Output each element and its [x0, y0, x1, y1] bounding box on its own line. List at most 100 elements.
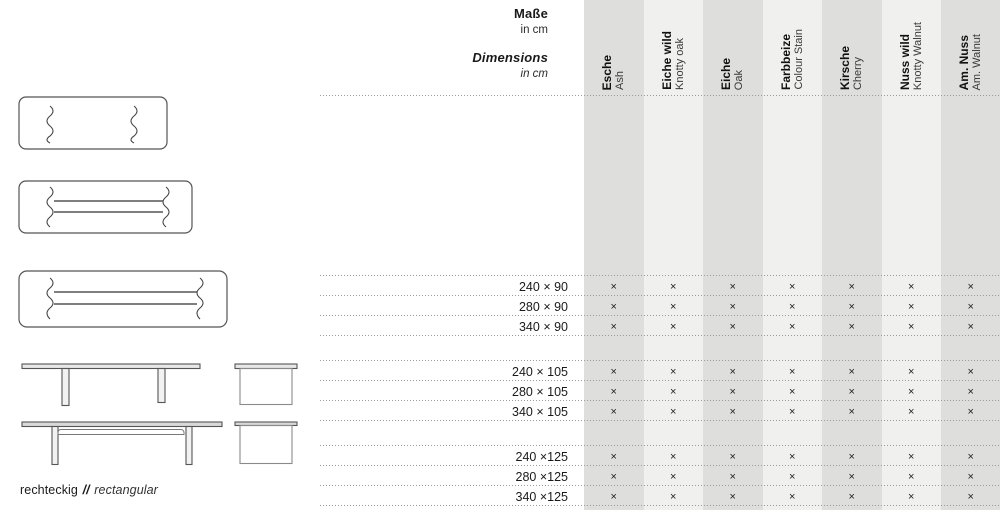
table-row[interactable]: 240 ×125 × × × × × × ×	[320, 447, 1000, 467]
availability-cell[interactable]: ×	[848, 491, 855, 503]
availability-cell[interactable]: ×	[967, 386, 974, 398]
column-header-label-de: Nuss wild	[897, 33, 912, 90]
table-row[interactable]: 240 × 90 × × × × × × ×	[320, 277, 1000, 297]
availability-cell[interactable]: ×	[908, 321, 915, 333]
availability-cell[interactable]: ×	[670, 451, 677, 463]
table-row[interactable]: 280 × 105×××××××	[320, 382, 1000, 402]
availability-cell[interactable]: ×	[670, 386, 677, 398]
availability-cell[interactable]: ×	[610, 451, 617, 463]
availability-cell[interactable]: ×	[670, 321, 677, 333]
availability-cell[interactable]: ×	[967, 321, 974, 333]
row-dimension-label: 240 ×125	[515, 450, 568, 464]
availability-cell[interactable]: ×	[908, 301, 915, 313]
availability-cell[interactable]: ×	[729, 491, 736, 503]
dotted-rule	[320, 315, 1000, 316]
column-band-2	[643, 0, 703, 510]
availability-cell[interactable]: ×	[848, 366, 855, 378]
availability-cell[interactable]: ×	[789, 301, 796, 313]
availability-cell[interactable]: ×	[789, 406, 796, 418]
availability-cell[interactable]: ×	[729, 281, 736, 293]
availability-cell[interactable]: ×	[729, 451, 736, 463]
availability-cell[interactable]: ×	[789, 321, 796, 333]
dotted-rule	[320, 505, 1000, 506]
availability-cell[interactable]: ×	[789, 471, 796, 483]
availability-cell[interactable]: ×	[967, 301, 974, 313]
availability-cell[interactable]: ×	[789, 491, 796, 503]
availability-cell[interactable]: ×	[967, 471, 974, 483]
tabletop-outline	[18, 270, 228, 328]
break-line-right-icon	[162, 186, 170, 228]
availability-cell[interactable]: ×	[729, 386, 736, 398]
availability-cell[interactable]: ×	[729, 321, 736, 333]
drawing-caption-separator: //	[82, 483, 90, 497]
availability-cell[interactable]: ×	[610, 406, 617, 418]
table-row[interactable]: 340 ×125×××××××	[320, 487, 1000, 507]
table-row[interactable]: 240 × 105×××××××	[320, 362, 1000, 382]
availability-cell[interactable]: ×	[789, 366, 796, 378]
column-band-7	[941, 0, 1000, 510]
availability-cell[interactable]: ×	[670, 281, 677, 293]
availability-cell[interactable]: ×	[967, 406, 974, 418]
availability-cell[interactable]: ×	[908, 471, 915, 483]
availability-cell[interactable]: ×	[848, 321, 855, 333]
availability-cell[interactable]: ×	[967, 451, 974, 463]
availability-cell[interactable]: ×	[610, 281, 617, 293]
column-header-label-en: Oak	[733, 69, 746, 90]
availability-cell[interactable]: ×	[848, 451, 855, 463]
availability-cell[interactable]: ×	[848, 471, 855, 483]
availability-cell[interactable]: ×	[848, 281, 855, 293]
table-row[interactable]: 340 × 90×××××××	[320, 317, 1000, 337]
row-dimension-label: 240 × 90	[518, 280, 568, 294]
column-header-label-de: Am. Nuss	[957, 34, 972, 90]
availability-cell[interactable]: ×	[789, 451, 796, 463]
availability-cell[interactable]: ×	[908, 406, 915, 418]
availability-cell[interactable]: ×	[908, 366, 915, 378]
table-row[interactable]: 280 × 90×××××××	[320, 297, 1000, 317]
availability-cell[interactable]: ×	[670, 406, 677, 418]
availability-cell[interactable]: ×	[670, 491, 677, 503]
availability-cell[interactable]: ×	[729, 406, 736, 418]
availability-cell[interactable]: ×	[610, 321, 617, 333]
table-row[interactable]: 340 × 105×××××××	[320, 402, 1000, 422]
availability-cell[interactable]: ×	[670, 471, 677, 483]
availability-cell[interactable]: ×	[908, 491, 915, 503]
availability-cell[interactable]: ×	[729, 471, 736, 483]
availability-cell[interactable]: ×	[670, 366, 677, 378]
drawing-caption-en: rectangular	[94, 483, 158, 497]
availability-cell[interactable]: ×	[610, 491, 617, 503]
break-line-right-icon	[130, 105, 138, 144]
drawing-caption: rechteckig // rectangular	[20, 483, 158, 497]
availability-cell[interactable]: ×	[670, 301, 677, 313]
availability-cell[interactable]: ×	[848, 301, 855, 313]
break-line-left-icon	[46, 186, 54, 228]
availability-cell[interactable]: ×	[908, 451, 915, 463]
availability-cell[interactable]: ×	[610, 301, 617, 313]
drawing-top-view-small	[18, 96, 168, 150]
availability-cell[interactable]: ×	[908, 281, 915, 293]
availability-cell[interactable]: ×	[610, 386, 617, 398]
availability-cell[interactable]: ×	[610, 471, 617, 483]
availability-cell[interactable]: ×	[967, 281, 974, 293]
availability-cell[interactable]: ×	[908, 386, 915, 398]
availability-cell[interactable]: ×	[610, 366, 617, 378]
availability-cell[interactable]: ×	[729, 301, 736, 313]
availability-cell[interactable]: ×	[967, 491, 974, 503]
availability-cell[interactable]: ×	[848, 386, 855, 398]
availability-cell[interactable]: ×	[729, 366, 736, 378]
dotted-rule	[320, 380, 1000, 381]
availability-cell[interactable]: ×	[789, 386, 796, 398]
availability-cell[interactable]: ×	[789, 281, 796, 293]
availability-cell[interactable]: ×	[967, 366, 974, 378]
table-row[interactable]: 280 ×125×××××××	[320, 467, 1000, 487]
tabletop-profile	[21, 421, 223, 428]
availability-cell[interactable]: ×	[848, 406, 855, 418]
column-header-label-en: Ash	[614, 71, 627, 90]
column-header-label-de: Eiche	[719, 57, 734, 90]
